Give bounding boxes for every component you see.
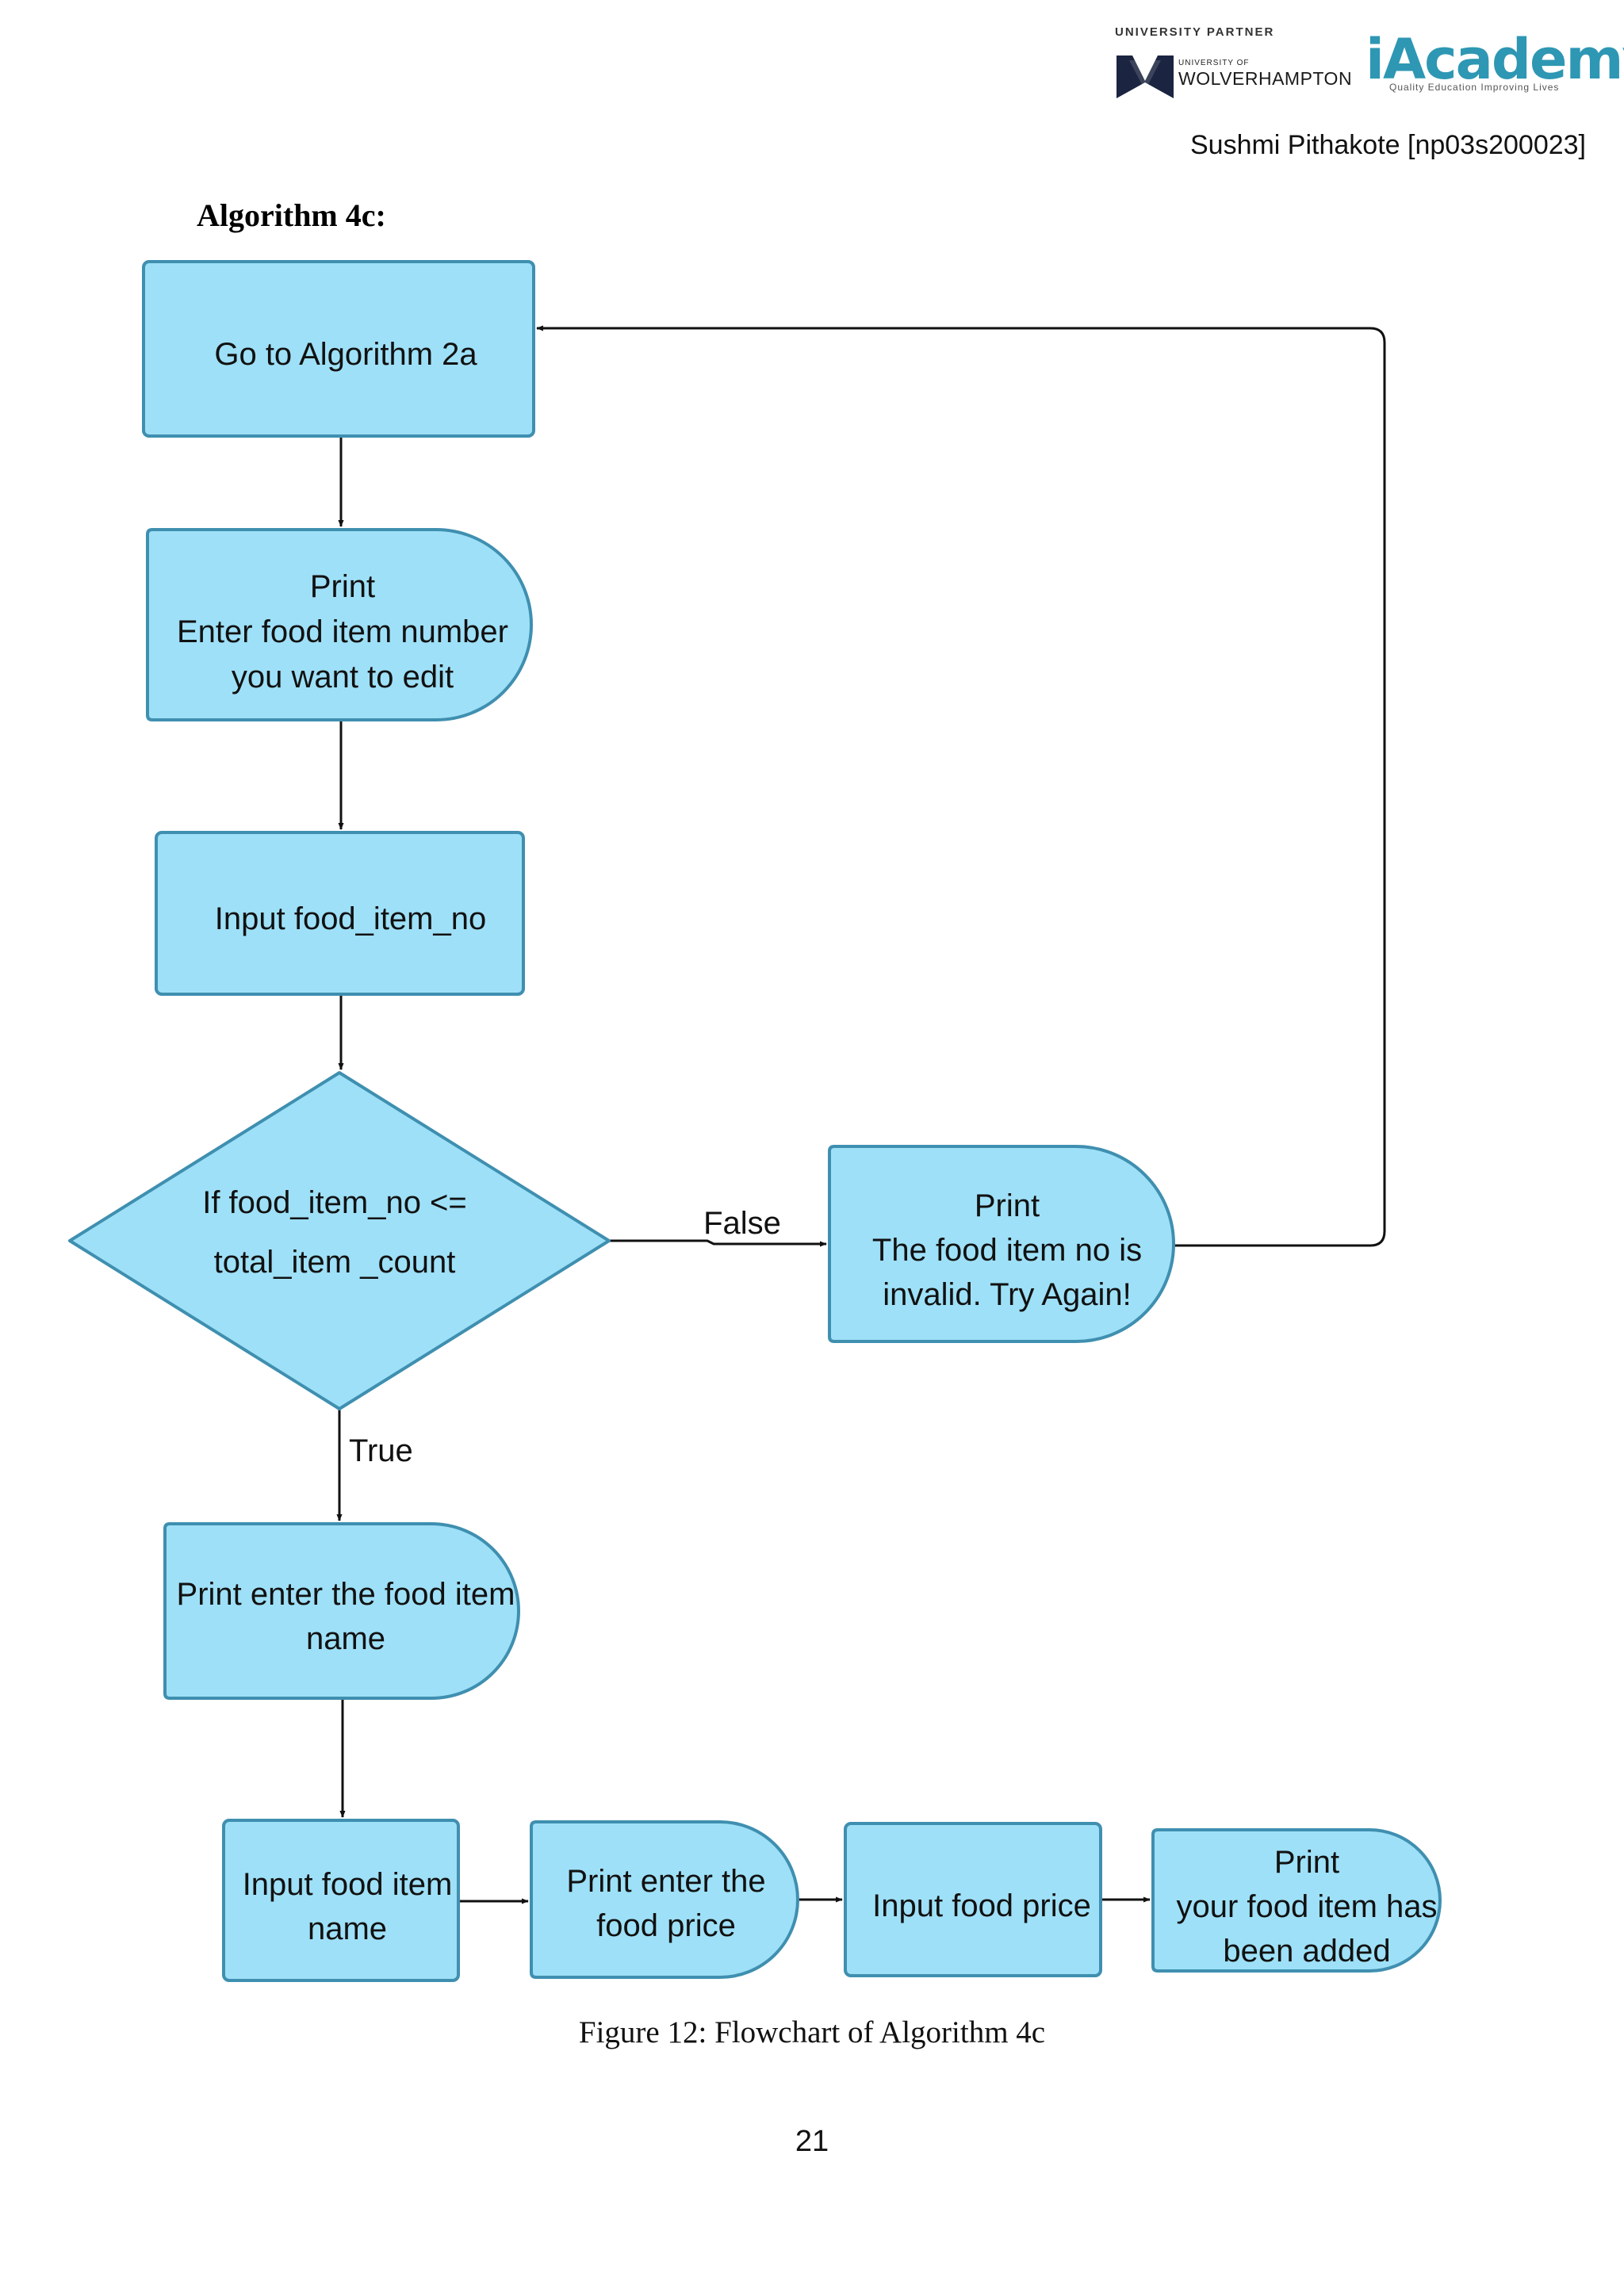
node-input-no: Input food_item_no bbox=[155, 831, 525, 996]
node-label-print-invalid: invalid. Try Again! bbox=[883, 1277, 1132, 1312]
page-number: 21 bbox=[795, 2125, 829, 2158]
node-label-print-invalid: Print bbox=[975, 1188, 1040, 1223]
node-label-input-name: name bbox=[308, 1911, 387, 1946]
node-goto: Go to Algorithm 2a bbox=[142, 260, 535, 438]
node-label-input-price: Input food price bbox=[872, 1888, 1091, 1923]
edge-print-invalid->goto bbox=[536, 325, 1386, 1247]
node-label-print-enter-no: Enter food item number bbox=[177, 614, 508, 649]
edge-label-false: False bbox=[703, 1206, 781, 1241]
shape-print-invalid bbox=[828, 1145, 1175, 1343]
edge-decision->print-invalid bbox=[610, 1239, 827, 1247]
shape-input-price bbox=[844, 1822, 1102, 1977]
node-label-input-name: Input food item bbox=[243, 1867, 453, 1902]
node-label-print-enter-price: food price bbox=[596, 1908, 736, 1943]
shape-print-added bbox=[1151, 1828, 1442, 1973]
node-print-enter-name: Print enter the food item name bbox=[163, 1522, 520, 1700]
algorithm-title: Algorithm 4c: bbox=[197, 197, 386, 233]
node-label-decision: total_item _count bbox=[214, 1245, 456, 1280]
shape-print-enter-price bbox=[530, 1820, 799, 1979]
node-label-print-added: been added bbox=[1223, 1934, 1390, 1969]
node-label-input-no: Input food_item_no bbox=[215, 901, 486, 936]
node-print-added: Print your food item has been added bbox=[1151, 1828, 1442, 1973]
node-label-print-enter-name: Print enter the food item bbox=[177, 1577, 515, 1612]
node-label-print-enter-price: Print enter the bbox=[566, 1864, 765, 1899]
node-label-goto: Go to Algorithm 2a bbox=[214, 337, 477, 372]
shape-input-no bbox=[155, 831, 525, 996]
university-partner-label: UNIVERSITY PARTNER bbox=[1115, 25, 1275, 39]
shape-input-name bbox=[222, 1819, 460, 1982]
node-label-print-enter-no: you want to edit bbox=[232, 660, 454, 695]
edge-label-true: True bbox=[349, 1433, 413, 1468]
node-print-enter-price: Print enter the food price bbox=[530, 1820, 799, 1979]
academy-tagline: Quality Education Improving Lives bbox=[1389, 82, 1560, 93]
node-label-decision: If food_item_no <= bbox=[202, 1185, 467, 1220]
node-label-print-invalid: The food item no is bbox=[872, 1233, 1142, 1268]
author-name: Sushmi Pithakote [np03s200023] bbox=[1189, 130, 1586, 160]
shape-decision bbox=[68, 1071, 611, 1410]
shape-print-enter-no bbox=[146, 528, 533, 721]
shape-goto bbox=[142, 260, 535, 438]
node-decision: If food_item_no <= total_item _count bbox=[68, 1071, 611, 1410]
academy-logo: iAcademy bbox=[1365, 27, 1624, 92]
wolverhampton-logo bbox=[1116, 55, 1174, 98]
university-small-label: UNIVERSITY OF bbox=[1178, 59, 1250, 67]
node-label-print-added: your food item has bbox=[1176, 1889, 1437, 1924]
shape-print-enter-name bbox=[163, 1522, 520, 1700]
node-label-print-added: Print bbox=[1274, 1845, 1339, 1880]
university-name: WOLVERHAMPTON bbox=[1178, 68, 1353, 89]
node-input-price: Input food price bbox=[844, 1822, 1102, 1977]
node-label-print-enter-no: Print bbox=[310, 569, 375, 604]
node-label-print-enter-name: name bbox=[306, 1621, 385, 1656]
node-input-name: Input food item name bbox=[222, 1819, 460, 1982]
figure-caption: Figure 12: Flowchart of Algorithm 4c bbox=[578, 2015, 1046, 2049]
